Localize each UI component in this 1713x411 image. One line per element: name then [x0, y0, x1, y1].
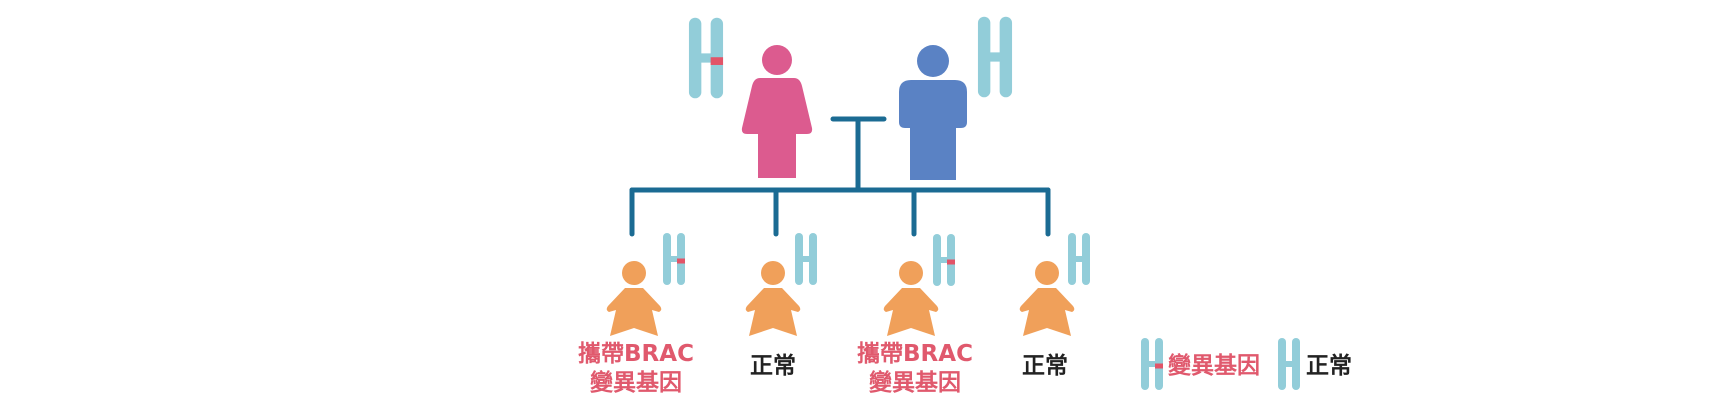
father-chromosome-icon — [977, 16, 1013, 98]
tree-lines — [629, 116, 1051, 237]
mother-figure — [741, 45, 813, 178]
child-2-label-line1: 正常 — [750, 353, 796, 379]
child-4-chromosome-icon — [1068, 233, 1090, 285]
chromosome-shape — [1141, 338, 1163, 390]
child-1-label-line2: 變異基因 — [590, 370, 682, 396]
legend-normal-chromosome-icon — [1278, 338, 1300, 390]
chromosome-shape — [795, 233, 817, 285]
chromosome-shape — [1278, 338, 1300, 390]
legend-mutation-label: 變異基因 — [1168, 353, 1260, 379]
legend-normal-label: 正常 — [1306, 353, 1352, 379]
legend-mutation-chromosome-icon — [1141, 338, 1163, 390]
child-1-label: 攜帶BRAC 變異基因 — [571, 340, 701, 398]
child-figure-1 — [606, 261, 662, 336]
child-1-label-line1: 攜帶BRAC — [578, 341, 694, 367]
chromosome-shape — [1068, 233, 1090, 285]
child-figure-2 — [745, 261, 801, 336]
chromosome-shape — [688, 17, 724, 99]
child-figure-4 — [1019, 261, 1075, 336]
child-3-label-line2: 變異基因 — [869, 370, 961, 396]
child-2-label: 正常 — [728, 352, 818, 381]
mother-chromosome-icon — [688, 17, 724, 99]
chromosome-shape — [977, 16, 1013, 98]
child-4-label: 正常 — [1000, 352, 1090, 381]
chromosome-shape — [933, 234, 955, 286]
child-figure-3 — [883, 261, 939, 336]
child-2-chromosome-icon — [795, 233, 817, 285]
father-figure — [899, 45, 967, 180]
chromosome-shape — [663, 233, 685, 285]
child-1-chromosome-icon — [663, 233, 685, 285]
child-3-label-line1: 攜帶BRAC — [857, 341, 973, 367]
child-3-label: 攜帶BRAC 變異基因 — [850, 340, 980, 398]
child-4-label-line1: 正常 — [1022, 353, 1068, 379]
child-3-chromosome-icon — [933, 234, 955, 286]
